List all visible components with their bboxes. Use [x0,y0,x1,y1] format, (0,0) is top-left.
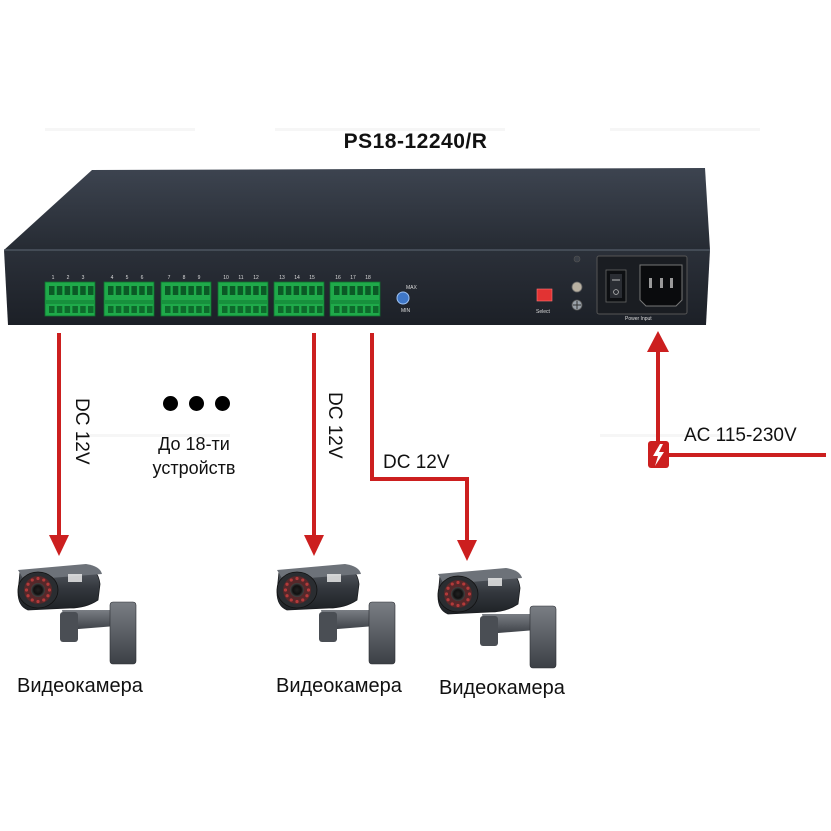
terminal-block [217,281,269,317]
terminal-number: 6 [141,275,144,281]
camera-label-2: Видеокамера [276,675,402,697]
device-count-label: До 18-ти устройств [135,432,253,480]
iec-power-socket-icon [639,264,683,307]
terminal-screw[interactable] [108,286,114,295]
knob-min-label: MIN [401,308,411,314]
terminal-screw[interactable] [49,286,55,295]
terminal-screw[interactable] [373,286,379,295]
dc-arrow-middle [304,333,324,556]
terminal-screw[interactable] [188,286,194,295]
terminal-screw[interactable] [123,286,130,295]
background-watermarks [45,128,760,437]
terminal-number: 14 [294,275,300,281]
terminal-block [273,281,325,317]
terminal-screw[interactable] [172,286,179,295]
knob-max-label: MAX [406,285,418,291]
terminal-screw[interactable] [204,286,210,295]
terminal-block-group [44,281,381,317]
dc-label-left: DC 12V [71,398,92,465]
dot [163,396,178,411]
terminal-number: 2 [67,275,70,281]
terminal-number: 10 [223,275,229,281]
terminal-number: 18 [365,275,371,281]
terminal-screw[interactable] [261,286,267,295]
terminal-screw[interactable] [365,286,371,295]
terminal-number: 4 [111,275,114,281]
terminal-screw[interactable] [317,286,323,295]
terminal-screw[interactable] [115,286,122,295]
terminal-number: 8 [183,275,186,281]
terminal-screw[interactable] [222,286,228,295]
voltage-adjust-knob[interactable] [396,291,410,305]
terminal-number: 15 [309,275,315,281]
terminal-screw[interactable] [293,286,300,295]
terminal-screw[interactable] [301,286,307,295]
terminal-number: 5 [126,275,129,281]
terminal-screw[interactable] [349,286,356,295]
camera-group [17,564,557,669]
dc-arrow-left [49,333,69,556]
more-devices-dots [163,396,241,416]
camera-icon [276,564,396,665]
rocker-switch-icon[interactable] [605,269,627,303]
camera-icon [437,568,557,669]
terminal-number: 11 [238,275,243,281]
terminal-number: 9 [198,275,201,281]
terminal-screw[interactable] [56,286,63,295]
terminal-screw[interactable] [72,286,78,295]
terminal-number: 12 [253,275,259,281]
select-label: Select [536,309,551,315]
dc-label-right: DC 12V [383,452,450,473]
terminal-screw[interactable] [229,286,236,295]
terminal-block [103,281,155,317]
camera-label-3: Видеокамера [439,677,565,699]
terminal-screw[interactable] [88,286,94,295]
device-count-line1: До 18-ти [158,434,230,454]
terminal-screw[interactable] [180,286,187,295]
terminal-screw[interactable] [237,286,244,295]
device-top-face [4,168,710,250]
terminal-number: 3 [82,275,85,281]
device-title: PS18-12240/R [343,130,488,153]
terminal-block [160,281,212,317]
camera-label-1: Видеокамера [17,675,143,697]
terminal-screw[interactable] [196,286,202,295]
terminal-screw[interactable] [278,286,284,295]
select-button[interactable] [536,288,553,302]
ac-input-label: AC 115-230V [684,425,797,446]
terminal-screw[interactable] [80,286,86,295]
terminal-number: 1 [52,275,55,281]
dc-arrow-right [370,333,477,561]
terminal-screw[interactable] [165,286,171,295]
terminal-screw[interactable] [253,286,259,295]
indicator-led-icon [571,281,583,293]
terminal-screw[interactable] [357,286,363,295]
terminal-screw[interactable] [139,286,145,295]
terminal-screw[interactable] [334,286,340,295]
camera-icon [17,564,137,665]
terminal-screw[interactable] [245,286,251,295]
dc-label-middle: DC 12V [324,392,345,459]
lightning-icon [648,441,669,468]
terminal-screw[interactable] [341,286,348,295]
dot [189,396,204,411]
power-input-label: Power Input [625,316,652,322]
device-count-line2: устройств [152,458,236,478]
terminal-number: 7 [168,275,171,281]
terminal-block [44,281,96,317]
terminal-screw[interactable] [309,286,315,295]
dot [215,396,230,411]
terminal-screw[interactable] [131,286,137,295]
terminal-number: 17 [350,275,356,281]
terminal-number: 16 [335,275,341,281]
terminal-screw[interactable] [285,286,292,295]
terminal-block [329,281,381,317]
terminal-number: 13 [279,275,285,281]
terminal-screw[interactable] [147,286,153,295]
terminal-screw[interactable] [64,286,71,295]
